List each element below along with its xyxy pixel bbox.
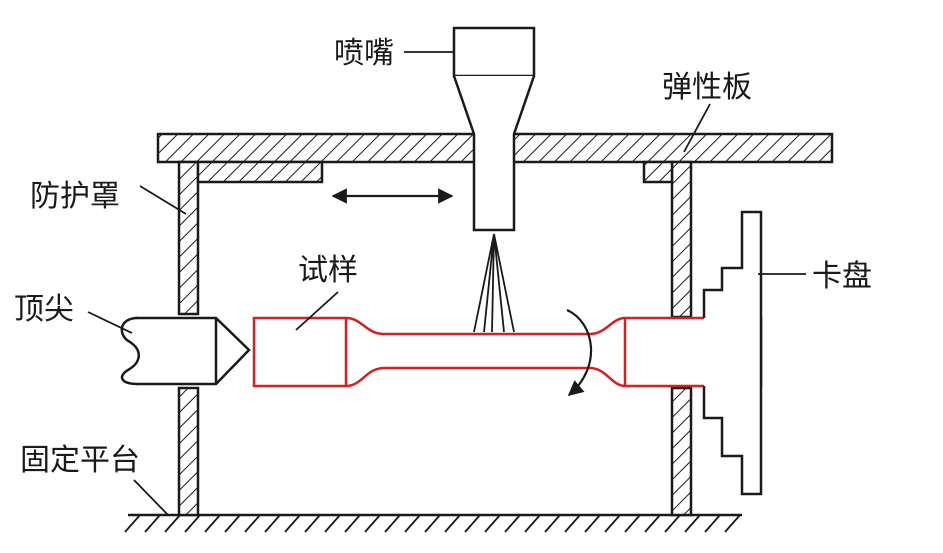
spray-jet [473,233,515,333]
nozzle [452,26,536,232]
rotation-arrow [566,308,593,397]
label-nozzle: 喷嘴 [334,36,394,71]
ground-hatch [124,514,741,533]
label-specimen: 试样 [298,253,358,288]
guard-left-wall-upper [177,160,200,316]
label-guard: 防护罩 [30,179,120,214]
label-tailstock-center: 顶尖 [14,292,74,327]
leader-fixed-platform [133,479,169,516]
guard-right-wall-upper [670,160,693,319]
label-elastic-plate: 弹性板 [662,70,752,105]
label-chuck: 卡盘 [812,259,872,294]
fixed-platform [124,513,742,533]
leader-specimen [295,291,339,331]
chuck [702,210,763,496]
guard-right-wall-lower [670,386,693,517]
label-fixed-platform: 固定平台 [20,443,140,478]
guard-right-lip [642,160,674,184]
leader-tailstock-center [87,311,133,334]
specimen [252,316,720,388]
leader-lines [87,51,806,516]
tailstock-center [120,316,251,386]
guard-left-lip [196,160,324,184]
guard [177,160,693,517]
guard-left-wall-lower [177,386,200,517]
leader-guard [139,185,187,215]
leader-elastic-plate [683,103,711,153]
